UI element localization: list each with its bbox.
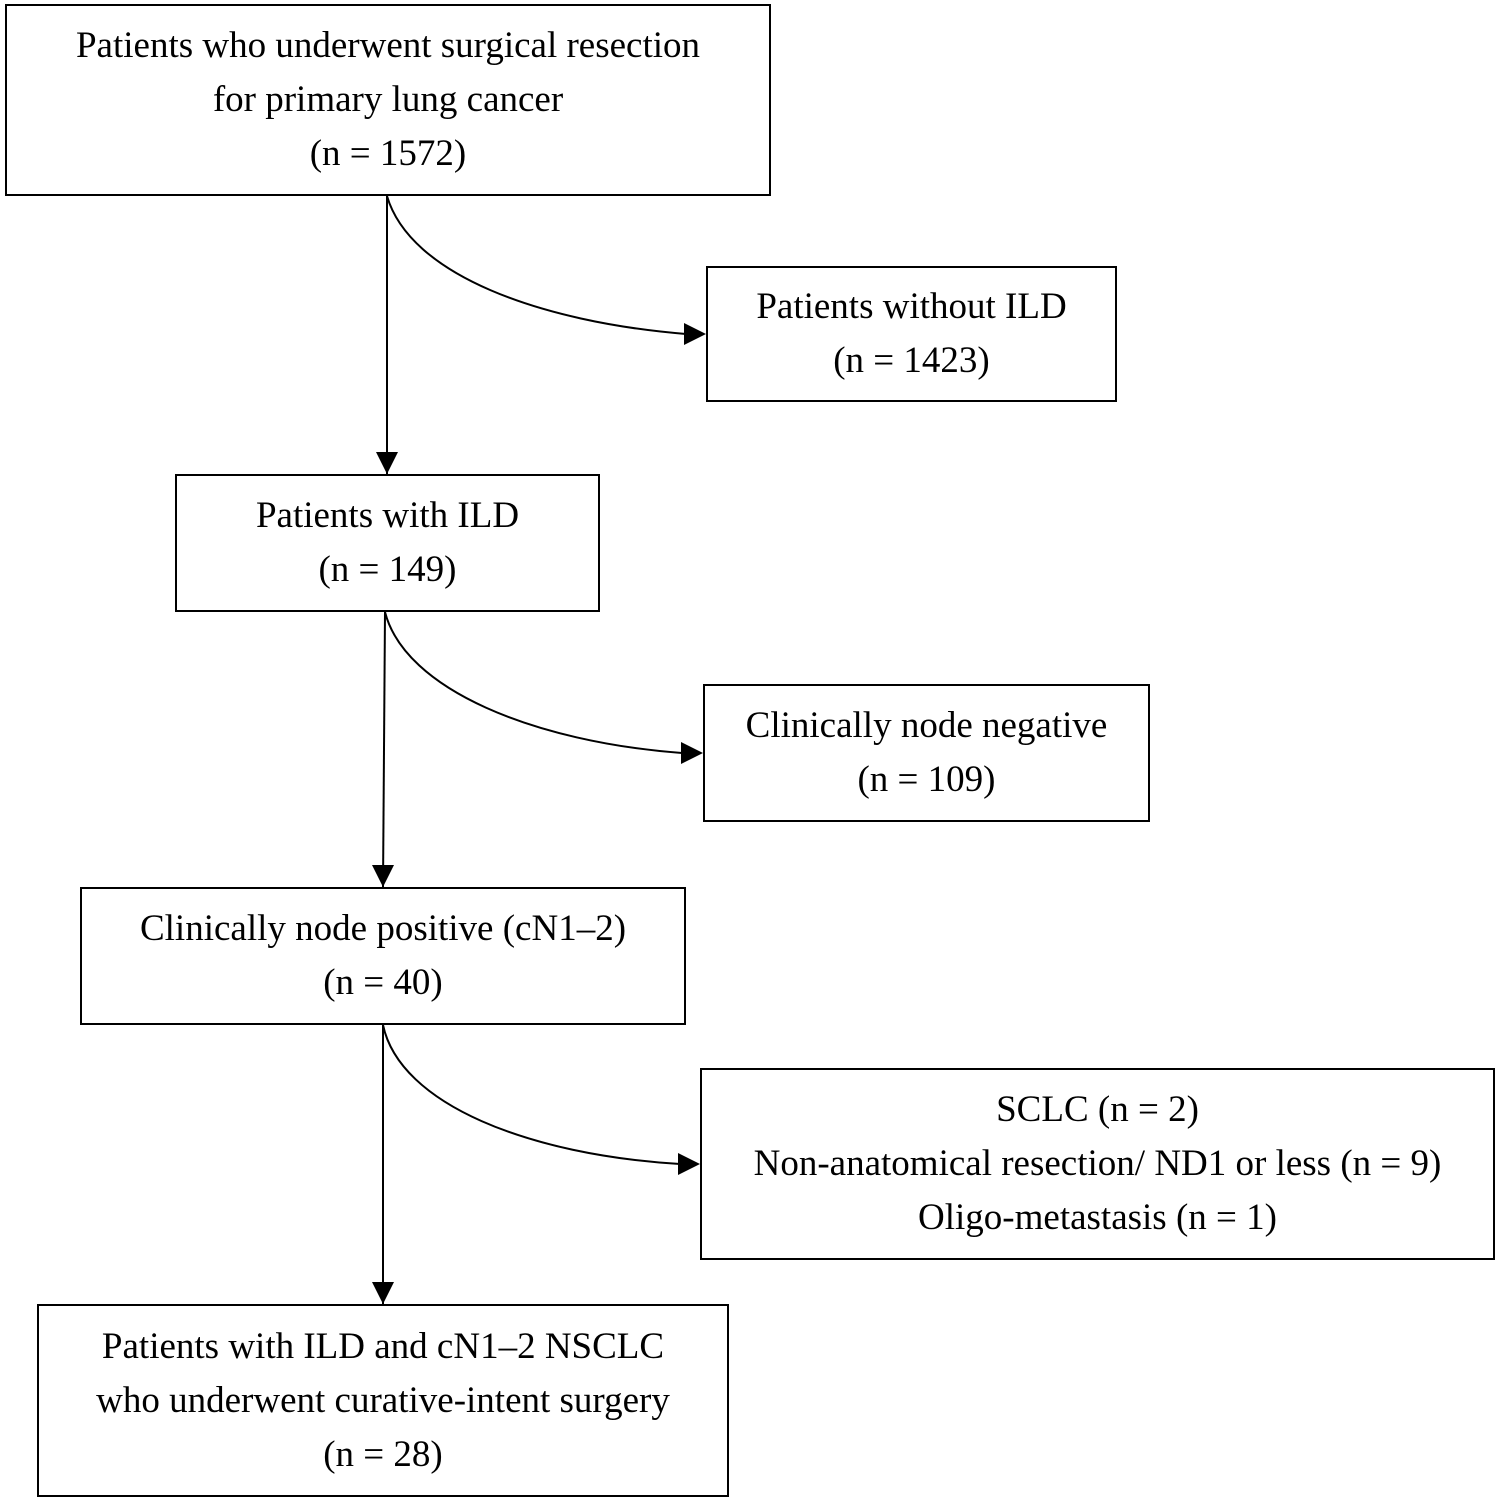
node-negative-box: Clinically node negative (n = 109) (703, 684, 1150, 822)
excluded-sclc: SCLC (n = 2) (996, 1089, 1199, 1130)
arrow-with-ild-to-node-negative (384, 611, 683, 754)
final-cohort-count: (n = 28) (323, 1433, 443, 1475)
arrow-with-ild-to-node-positive (382, 611, 386, 888)
excluded-non-anatomical: Non-anatomical resection/ ND1 or less (n… (753, 1143, 1442, 1184)
with-ild-count: (n = 149) (318, 549, 457, 590)
arrow-node-positive-to-excluded (382, 1024, 681, 1165)
final-cohort-box: Patients with ILD and cN1–2 NSCLC who un… (37, 1304, 729, 1497)
without-ild-count: (n = 1423) (833, 340, 990, 381)
arrowhead-with-ild (376, 452, 398, 474)
arrowhead-excluded (678, 1153, 700, 1175)
total-patients-line-2: for primary lung cancer (212, 79, 564, 120)
arrowhead-node-negative (681, 742, 703, 764)
arrowhead-node-positive (372, 865, 394, 887)
without-ild-box: Patients without ILD (n = 1423) (706, 266, 1117, 402)
with-ild-label: Patients with ILD (255, 495, 520, 536)
node-positive-count: (n = 40) (323, 962, 443, 1003)
node-negative-label: Clinically node negative (745, 705, 1108, 746)
arrowhead-without-ild (684, 323, 706, 345)
arrowhead-final (372, 1282, 394, 1304)
arrow-total-to-without-ild (386, 195, 687, 335)
total-patients-count: (n = 1572) (309, 133, 467, 174)
final-cohort-line-2: who underwent curative-intent surgery (96, 1379, 670, 1421)
excluded-box: SCLC (n = 2) Non-anatomical resection/ N… (700, 1068, 1495, 1260)
node-positive-box: Clinically node positive (cN1–2) (n = 40… (80, 887, 686, 1025)
with-ild-box: Patients with ILD (n = 149) (175, 474, 600, 612)
node-negative-count: (n = 109) (857, 759, 996, 800)
node-positive-label: Clinically node positive (cN1–2) (139, 908, 627, 949)
without-ild-label: Patients without ILD (756, 286, 1067, 327)
total-patients-box: Patients who underwent surgical resectio… (5, 4, 771, 196)
excluded-oligo-metastasis: Oligo-metastasis (n = 1) (918, 1197, 1277, 1238)
total-patients-line-1: Patients who underwent surgical resectio… (75, 25, 701, 66)
final-cohort-line-1: Patients with ILD and cN1–2 NSCLC (101, 1325, 665, 1367)
